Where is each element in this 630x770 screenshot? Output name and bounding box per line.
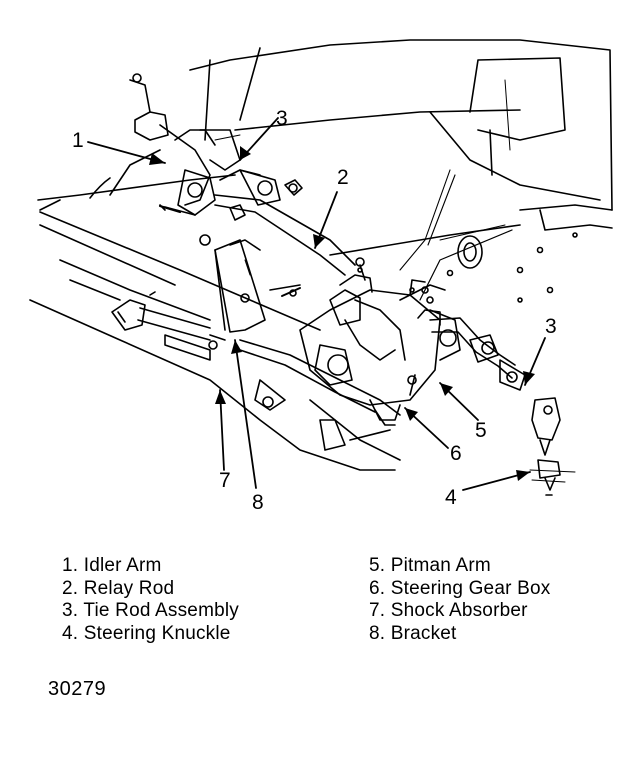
- tie-rod-right: [417, 309, 526, 391]
- bracket: [199, 234, 301, 333]
- legend-column-left: 1. Idler Arm 2. Relay Rod 3. Tie Rod Ass…: [62, 555, 239, 645]
- callout-pitman-arm: 5: [475, 419, 487, 442]
- fasteners: [158, 204, 429, 350]
- legend-item: 1. Idler Arm: [62, 555, 162, 576]
- callout-relay-rod: 2: [337, 166, 349, 189]
- legend-column-right: 5. Pitman Arm 6. Steering Gear Box 7. Sh…: [369, 555, 550, 645]
- steering-knuckle: [529, 397, 576, 496]
- steering-linkage-illustration: 1 3 2 3 5 6 7 8 4: [29, 39, 613, 514]
- shock-absorber: [111, 291, 226, 361]
- arrowheads: [149, 146, 535, 481]
- steering-gear-box: [299, 257, 461, 426]
- legend-item: 7. Shock Absorber: [369, 600, 528, 621]
- relay-rod: [214, 169, 356, 276]
- callout-shock-absorber: 7: [219, 469, 231, 492]
- legend-item: 2. Relay Rod: [62, 577, 175, 599]
- legend-item: 4. Steering Knuckle: [62, 622, 231, 644]
- frame-rail: [29, 149, 401, 471]
- callout-steering-gear-box: 6: [450, 442, 462, 465]
- callout-steering-knuckle: 4: [445, 486, 457, 509]
- figure-number: 30279: [48, 678, 107, 700]
- callout-tie-rod-upper: 3: [276, 107, 288, 130]
- vehicle-body-panel: [189, 39, 613, 304]
- callout-tie-rod-right: 3: [545, 315, 557, 338]
- legend-item: 8. Bracket: [369, 622, 457, 644]
- legend-item: 3. Tie Rod Assembly: [62, 600, 239, 621]
- callout-bracket: 8: [252, 491, 264, 514]
- legend-item: 6. Steering Gear Box: [369, 577, 551, 599]
- idler-arm: [129, 73, 241, 216]
- pitman-arm: [239, 339, 417, 416]
- callout-idler-arm: 1: [72, 129, 84, 152]
- legend-item: 5. Pitman Arm: [369, 555, 491, 576]
